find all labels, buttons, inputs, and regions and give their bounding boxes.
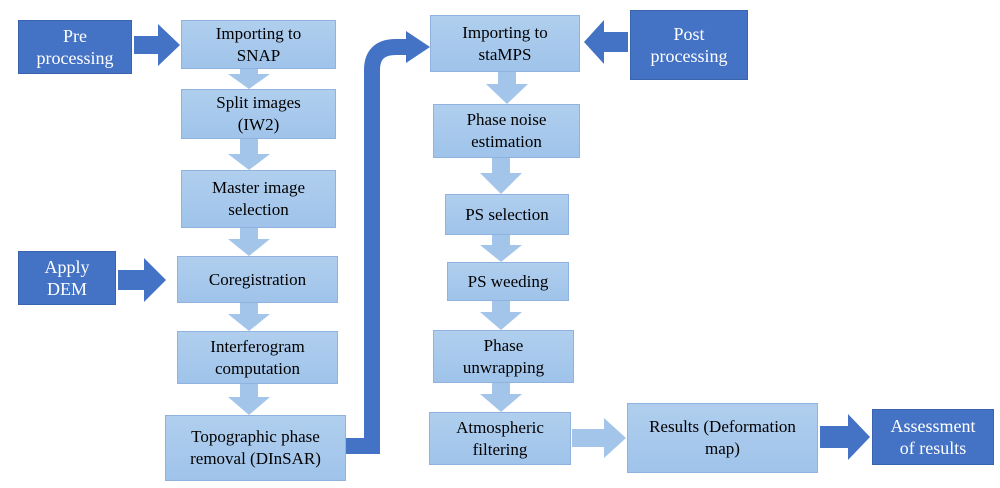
master-image-selection-box: Master image selection — [181, 170, 336, 228]
assessment-of-results-box: Assessment of results — [872, 409, 994, 465]
arrow-interferogram-to-topographic — [228, 384, 270, 415]
topographic-phase-removal-box: Topographic phase removal (DInSAR) — [165, 415, 346, 481]
importing-to-stamps-box: Importing to staMPS — [430, 15, 580, 72]
post-processing-box: Post processing — [630, 10, 748, 80]
arrow-stamps-to-noise — [486, 72, 528, 104]
arrow-postprocessing-to-stamps — [584, 20, 628, 64]
arrow-unwrapping-to-atmospheric — [480, 383, 522, 412]
arrow-dem-to-coreg — [118, 258, 166, 302]
arrow-preprocessing-to-snap — [134, 24, 180, 66]
apply-dem-box: Apply DEM — [18, 251, 116, 305]
arrow-master-to-coreg — [228, 228, 270, 256]
ps-weeding-box: PS weeding — [447, 262, 569, 301]
atmospheric-filtering-box: Atmospheric filtering — [429, 412, 571, 465]
arrow-psweeding-to-unwrapping — [480, 301, 522, 330]
arrow-psselection-to-psweeding — [480, 235, 522, 262]
arrow-split-to-master — [228, 139, 270, 170]
importing-to-snap-box: Importing to SNAP — [181, 20, 336, 69]
curved-connector-snap-to-stamps — [346, 39, 410, 454]
arrow-snap-to-split — [228, 69, 270, 89]
ps-selection-box: PS selection — [445, 194, 569, 235]
phase-unwrapping-box: Phase unwrapping — [433, 330, 574, 383]
arrow-coreg-to-interferogram — [228, 303, 270, 331]
coregistration-box: Coregistration — [177, 256, 338, 303]
arrow-atmospheric-to-results — [572, 418, 626, 458]
split-images-box: Split images (IW2) — [181, 89, 336, 139]
interferogram-computation-box: Interferogram computation — [177, 331, 338, 384]
pre-processing-box: Pre processing — [18, 20, 132, 74]
phase-noise-estimation-box: Phase noise estimation — [433, 104, 580, 158]
results-deformation-map-box: Results (Deformation map) — [627, 403, 818, 473]
arrow-noise-to-psselection — [480, 158, 522, 194]
arrow-results-to-assessment — [820, 414, 870, 460]
curved-connector-arrowhead — [406, 31, 430, 63]
